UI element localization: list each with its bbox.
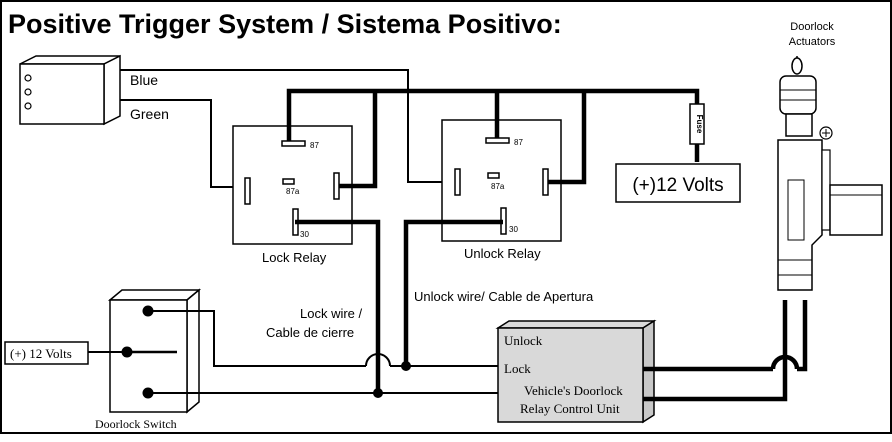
diagram-title: Positive Trigger System / Sistema Positi… bbox=[8, 9, 562, 39]
lock-relay-label: Lock Relay bbox=[262, 250, 327, 265]
actuator-lead-2 bbox=[797, 300, 808, 372]
lock-relay-87-feed bbox=[339, 91, 378, 189]
lock-wire-label-line2: Cable de cierre bbox=[266, 325, 354, 340]
switch-lock-wire-a bbox=[148, 310, 366, 367]
control-unit-name-line2: Relay Control Unit bbox=[520, 401, 620, 416]
unlock-relay-pin-87 bbox=[485, 137, 510, 144]
unlock-relay-87a-feed bbox=[548, 91, 587, 185]
lock-wire-label-line1: Lock wire / bbox=[300, 306, 363, 321]
power-bus-wire bbox=[286, 88, 700, 141]
unlock-relay-30-label: 30 bbox=[509, 225, 518, 234]
actuators-label-line1: Doorlock bbox=[790, 21, 834, 33]
fuse-icon: Fuse bbox=[689, 103, 705, 145]
unlock-relay-87-label: 87 bbox=[514, 138, 523, 147]
control-unit bbox=[495, 319, 657, 424]
doorlock-actuator-icon bbox=[777, 56, 883, 291]
wire-crossover-hop bbox=[365, 353, 391, 367]
power-12v-box bbox=[615, 163, 741, 203]
lock-relay-87-label: 87 bbox=[310, 141, 319, 150]
junction-dot-unlock bbox=[401, 361, 411, 371]
lock-relay-30-label: 30 bbox=[300, 230, 309, 239]
fuse-label: Fuse bbox=[695, 115, 704, 134]
blue-wire-label: Blue bbox=[130, 72, 158, 88]
blue-wire bbox=[120, 69, 457, 183]
green-wire-label: Green bbox=[130, 106, 169, 122]
unlock-relay-label: Unlock Relay bbox=[464, 246, 541, 261]
switch-label: Doorlock Switch bbox=[95, 417, 177, 431]
power-12v-label: (+)12 Volts bbox=[632, 175, 723, 196]
lock-relay bbox=[232, 125, 353, 245]
control-unit-lock-label: Lock bbox=[504, 361, 531, 376]
unlock-wire bbox=[403, 219, 503, 362]
wire-connector-icon bbox=[19, 54, 121, 126]
lock-wire-upper bbox=[295, 219, 381, 355]
power-12v-left-label: (+) 12 Volts bbox=[10, 346, 72, 361]
lock-relay-pin-87 bbox=[281, 140, 306, 147]
control-unit-name-line1: Vehicle's Doorlock bbox=[524, 383, 623, 398]
control-unit-unlock-label: Unlock bbox=[504, 333, 543, 348]
lock-relay-pin-87a bbox=[282, 178, 295, 185]
unlock-relay-87a-label: 87a bbox=[491, 182, 505, 191]
actuator-lead-1 bbox=[643, 300, 788, 402]
lock-relay-87a-label: 87a bbox=[286, 187, 300, 196]
actuators-label-line2: Actuators bbox=[789, 36, 836, 48]
unlock-wire-label: Unlock wire/ Cable de Apertura bbox=[414, 289, 594, 304]
unlock-relay-pin-87a bbox=[487, 172, 500, 179]
green-wire bbox=[120, 99, 247, 188]
